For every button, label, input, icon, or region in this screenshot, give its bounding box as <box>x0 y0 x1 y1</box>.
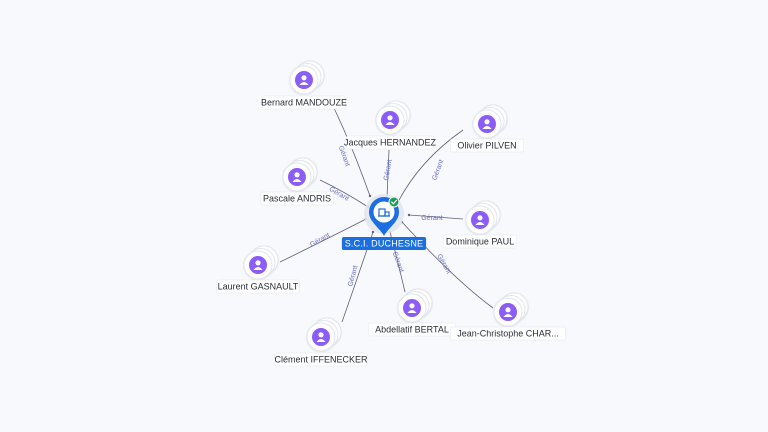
person-label-laurent-gasnault[interactable]: Laurent GASNAULT <box>216 279 300 294</box>
edge-dominique-paul <box>408 214 464 220</box>
edge-label-jacques-hernandez: Gérant <box>383 159 394 181</box>
person-label-abdellatif-bertal[interactable]: Abdellatif BERTAL <box>367 322 457 337</box>
edge-label-jean-christophe-char: Gérant <box>435 253 452 275</box>
person-icon-body <box>292 179 302 182</box>
edge-pascale-andris <box>319 179 369 208</box>
person-name: Olivier PILVEN <box>457 140 516 150</box>
person-icon-body <box>482 126 492 129</box>
person-node-bernard-mandouze[interactable] <box>289 60 325 95</box>
person-label-dominique-paul[interactable]: Dominique PAUL <box>442 234 518 249</box>
person-name: Jacques HERNANDEZ <box>344 137 437 147</box>
person-icon-body <box>475 222 485 225</box>
label-background <box>262 95 346 110</box>
nodes-layer: Bernard MANDOUZE Jacques HERNANDEZ Olivier… <box>216 60 567 367</box>
person-icon-body <box>253 267 263 270</box>
person-name: Pascale ANDRIS <box>263 193 331 203</box>
person-name: Laurent GASNAULT <box>218 281 299 291</box>
edge-arrow <box>407 213 411 217</box>
label-background <box>449 326 567 341</box>
label-background <box>259 191 335 206</box>
person-label-bernard-mandouze[interactable]: Bernard MANDOUZE <box>261 95 347 110</box>
edge-label-laurent-gasnault: Gérant <box>309 232 331 249</box>
building-icon <box>378 208 390 217</box>
person-node-abdellatif-bertal[interactable] <box>397 288 433 323</box>
person-label-clement-iffenecker[interactable]: Clément IFFENECKER <box>274 352 368 367</box>
label-background <box>274 352 368 367</box>
label-background <box>449 138 525 153</box>
person-icon-body <box>385 122 395 125</box>
edge-arrow <box>368 194 372 198</box>
person-name: Dominique PAUL <box>446 236 514 246</box>
edge-arrow <box>371 230 375 234</box>
person-name: Clément IFFENECKER <box>274 354 368 364</box>
person-node-olivier-pilven[interactable] <box>472 104 508 139</box>
edge-label-dominique-paul: Gérant <box>421 215 442 222</box>
person-icon-body <box>316 339 326 342</box>
person-node-laurent-gasnault[interactable] <box>243 245 279 280</box>
verified-check-icon <box>388 196 400 208</box>
person-name: Bernard MANDOUZE <box>261 97 347 107</box>
pin-inner <box>373 201 395 223</box>
person-label-olivier-pilven[interactable]: Olivier PILVEN <box>449 138 525 153</box>
person-icon-head <box>505 307 511 313</box>
edge-label-olivier-pilven: Gérant <box>431 159 445 182</box>
label-background <box>345 135 435 150</box>
person-icon-head <box>301 75 307 81</box>
person-icon-head <box>318 332 324 338</box>
person-icon-head <box>409 303 415 309</box>
person-node-dominique-paul[interactable] <box>465 200 501 235</box>
edge-jean-christophe-char <box>401 221 494 309</box>
person-label-jean-christophe-char[interactable]: Jean-Christophe CHAR... <box>449 326 567 341</box>
company-name: S.C.I. DUCHESNE <box>345 238 424 248</box>
person-node-clement-iffenecker[interactable] <box>306 317 342 352</box>
person-label-jacques-hernandez[interactable]: Jacques HERNANDEZ <box>344 135 437 150</box>
center-node[interactable]: S.C.I. DUCHESNE <box>341 194 427 250</box>
person-name: Jean-Christophe CHAR... <box>457 328 559 338</box>
edge-jacques-hernandez <box>386 149 390 199</box>
company-label-background <box>341 237 427 250</box>
person-icon-body <box>299 82 309 85</box>
company-label[interactable]: S.C.I. DUCHESNE <box>341 237 427 250</box>
label-background <box>216 279 300 294</box>
person-icon-head <box>294 172 300 178</box>
person-node-jacques-hernandez[interactable] <box>375 100 411 135</box>
person-icon-body <box>407 310 417 313</box>
person-label-pascale-andris[interactable]: Pascale ANDRIS <box>259 191 335 206</box>
label-background <box>442 234 518 249</box>
person-icon-body <box>503 314 513 317</box>
person-node-pascale-andris[interactable] <box>282 157 318 192</box>
edge-laurent-gasnault <box>279 218 367 263</box>
person-name: Abdellatif BERTAL <box>375 324 449 334</box>
person-node-jean-christophe-char[interactable] <box>493 292 529 327</box>
person-icon-head <box>255 260 261 266</box>
person-icon-head <box>484 119 490 125</box>
person-icon-head <box>387 115 393 121</box>
edge-olivier-pilven <box>397 129 464 203</box>
person-icon-head <box>477 215 483 221</box>
edge-label-abdellatif-bertal: Gérant <box>391 251 405 274</box>
